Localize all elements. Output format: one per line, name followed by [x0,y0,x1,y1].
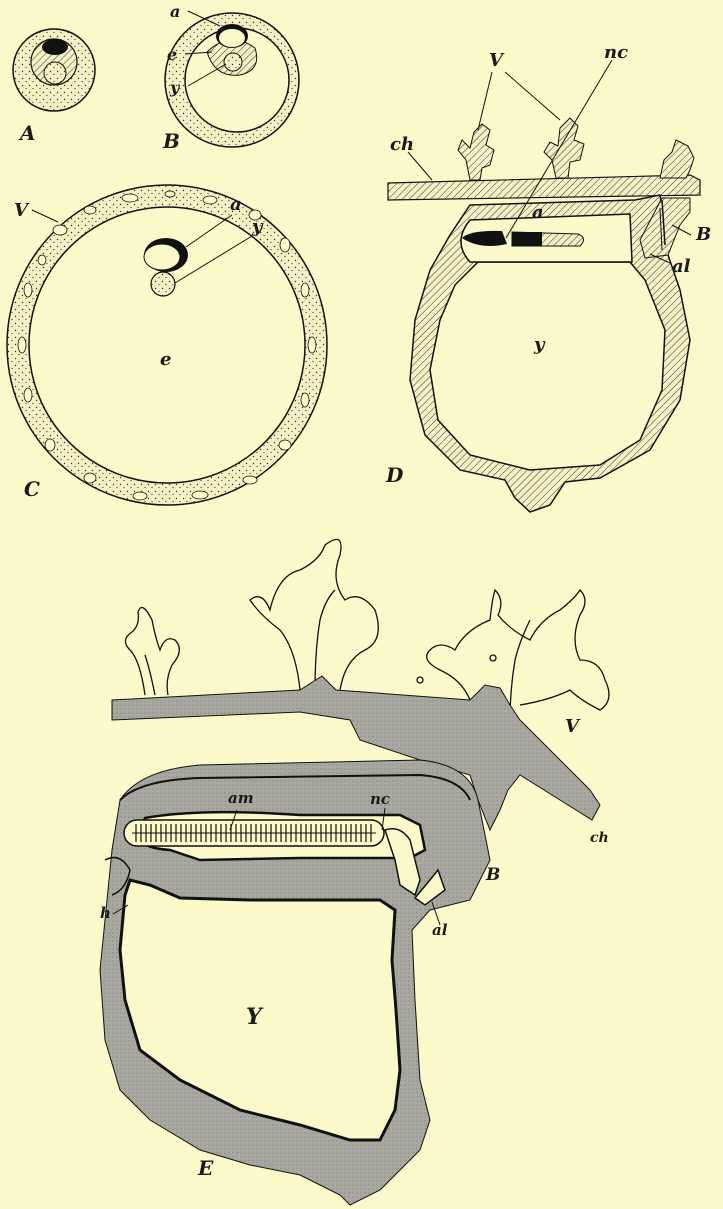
label-e-y: Y [246,1004,264,1030]
figure-c: V a y e C [7,185,327,505]
label-b-y: y [169,78,181,97]
label-e-b: B [485,865,500,885]
figure-e-letter: E [197,1156,214,1180]
label-d-v: V [489,50,505,71]
figure-b: a e y B [162,2,299,153]
label-d-al: al [672,256,691,277]
label-e-am: am [228,789,254,807]
label-e-v: V [565,716,581,737]
figure-e: V am nc ch B h al Y E [100,539,609,1205]
figure-a-letter: A [18,121,36,145]
label-d-a: a [532,202,544,223]
label-e-al: al [432,921,448,939]
label-e-h: h [100,904,111,922]
label-d-ch: ch [390,134,414,155]
label-c-e: e [160,349,171,370]
label-b-a: a [170,2,180,21]
label-d-b: B [695,224,711,245]
label-c-a: a [230,194,242,215]
label-e-ch: ch [590,830,609,846]
figure-d-letter: D [385,463,404,487]
figure-a: A [13,29,95,145]
figure-b-letter: B [162,129,180,153]
label-e-nc: nc [370,790,390,808]
figure-c-letter: C [24,477,40,501]
figure-d: ch V nc a B al y D [385,42,711,512]
label-d-nc: nc [604,42,628,63]
label-c-v: V [14,200,30,221]
label-c-y: y [251,216,264,237]
label-d-y: y [533,334,546,355]
label-b-e: e [167,45,177,64]
